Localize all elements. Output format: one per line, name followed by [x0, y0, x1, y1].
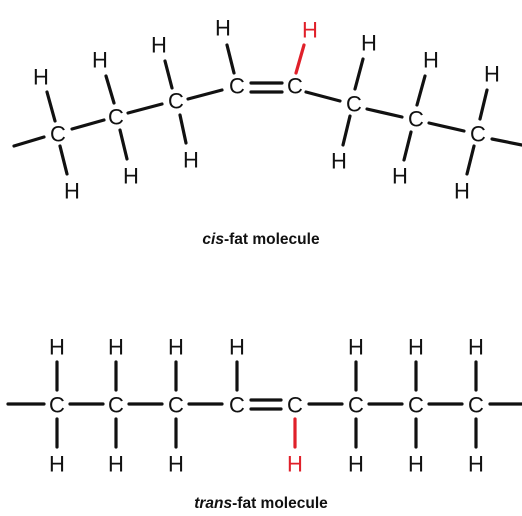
- cis-bond-c6-h-down: [341, 114, 352, 147]
- cis-caption-prefix: cis: [202, 231, 224, 248]
- cis-hydrogen-c7-up: H: [423, 48, 439, 73]
- cis-carbon-6: C: [346, 92, 362, 117]
- cis-hydrogen-c6-up: H: [361, 31, 377, 56]
- trans-caption: trans-fat molecule: [194, 495, 328, 512]
- cis-carbon-4: C: [229, 74, 245, 99]
- cis-hydrogen-c2-up: H: [92, 48, 108, 73]
- cis-bond-c5-c6: [304, 90, 342, 103]
- cis-carbon-5: C: [287, 74, 303, 99]
- trans-hydrogen-c6-up: H: [348, 335, 364, 360]
- cis-hydrogen-c3-down: H: [183, 148, 199, 173]
- trans-carbon-2: C: [108, 393, 124, 418]
- trans-hydrogen-c3-down: H: [168, 452, 184, 477]
- cis-caption-suffix: -fat molecule: [224, 231, 320, 248]
- cis-bond-c8-h-up: [478, 88, 489, 121]
- cis-bond-c7-h-up: [415, 74, 427, 107]
- cis-hydrogen-atoms: H H H H H H H H H H H H H H: [33, 16, 500, 204]
- cis-bond-c3-h-down: [178, 113, 188, 145]
- cis-bond-c8-h-down: [465, 144, 476, 176]
- cis-bond-c2-h-up: [104, 74, 116, 105]
- trans-hydrogen-atoms: H H H H H H H H H H H H H H: [49, 335, 484, 477]
- trans-carbon-4: C: [229, 393, 245, 418]
- cis-bond-c2-h-down: [118, 128, 129, 161]
- cis-hydrogen-c8-down: H: [454, 179, 470, 204]
- trans-fat-molecule: C C C C C C C C H H H H H H H H H H H H …: [6, 335, 522, 512]
- trans-caption-suffix: -fat molecule: [232, 495, 328, 512]
- cis-hydrogen-bonds: [45, 43, 489, 176]
- cis-bond-c2-c3: [126, 102, 164, 115]
- trans-carbon-6: C: [348, 393, 364, 418]
- trans-hydrogen-c4-up: H: [229, 335, 245, 360]
- trans-carbon-3: C: [168, 393, 184, 418]
- cis-bond-c1-h-down: [58, 144, 69, 176]
- cis-bond-c3-h-up: [163, 59, 174, 90]
- cis-carbon-8: C: [470, 122, 486, 147]
- cis-hydrogen-c1-down: H: [64, 179, 80, 204]
- cis-carbon-1: C: [50, 122, 66, 147]
- cis-bond-c6-h-up: [353, 57, 365, 91]
- trans-carbon-5: C: [287, 393, 303, 418]
- trans-hydrogen-c7-down: H: [408, 452, 424, 477]
- trans-hydrogen-bonds: [55, 360, 478, 449]
- cis-hydrogen-c4-up: H: [215, 16, 231, 41]
- trans-hydrogen-c1-down: H: [49, 452, 65, 477]
- trans-hydrogen-c7-up: H: [408, 335, 424, 360]
- trans-carbon-atoms: C C C C C C C C: [49, 393, 484, 418]
- cis-hydrogen-c6-down: H: [331, 149, 347, 174]
- cis-bond-end-right: [490, 137, 522, 147]
- cis-hydrogen-c1-up: H: [33, 65, 49, 90]
- trans-hydrogen-c2-down: H: [108, 452, 124, 477]
- cis-hydrogen-c5-up-highlighted: H: [302, 18, 318, 43]
- cis-carbon-atoms: C C C C C C C C: [50, 74, 486, 147]
- trans-carbon-1: C: [49, 393, 65, 418]
- cis-carbon-7: C: [408, 107, 424, 132]
- cis-hydrogen-c7-down: H: [392, 164, 408, 189]
- trans-hydrogen-c3-up: H: [168, 335, 184, 360]
- trans-hydrogen-c1-up: H: [49, 335, 65, 360]
- cis-hydrogen-c2-down: H: [123, 164, 139, 189]
- cis-hydrogen-c3-up: H: [151, 33, 167, 58]
- cis-bond-c4-h-up: [225, 43, 236, 75]
- trans-hydrogen-c6-down: H: [348, 452, 364, 477]
- cis-bond-c1-c2: [70, 118, 106, 131]
- cis-bond-c7-h-down: [402, 130, 413, 162]
- cis-carbon-3: C: [168, 89, 184, 114]
- cis-hydrogen-c8-up: H: [484, 62, 500, 87]
- trans-carbon-7: C: [408, 393, 424, 418]
- cis-bond-c5-h-up: [294, 43, 306, 75]
- cis-bond-c1-h-up: [45, 90, 57, 123]
- cis-bond-c6-c7: [365, 107, 404, 119]
- trans-hydrogen-c8-down: H: [468, 452, 484, 477]
- trans-caption-prefix: trans: [194, 495, 232, 512]
- cis-fat-molecule: C C C C C C C C H H H H H H H H H H H H …: [12, 16, 522, 248]
- cis-bond-end-left: [12, 135, 46, 148]
- trans-backbone-bonds: [6, 398, 522, 411]
- cis-carbon-2: C: [108, 105, 124, 130]
- trans-hydrogen-c8-up: H: [468, 335, 484, 360]
- cis-backbone-bonds: [12, 81, 522, 148]
- cis-caption: cis-fat molecule: [202, 231, 320, 248]
- trans-carbon-8: C: [468, 393, 484, 418]
- cis-bond-c3-c4: [186, 88, 224, 101]
- trans-hydrogen-c5-down-highlighted: H: [287, 452, 303, 477]
- trans-hydrogen-c2-up: H: [108, 335, 124, 360]
- cis-bond-c7-c8: [427, 121, 466, 133]
